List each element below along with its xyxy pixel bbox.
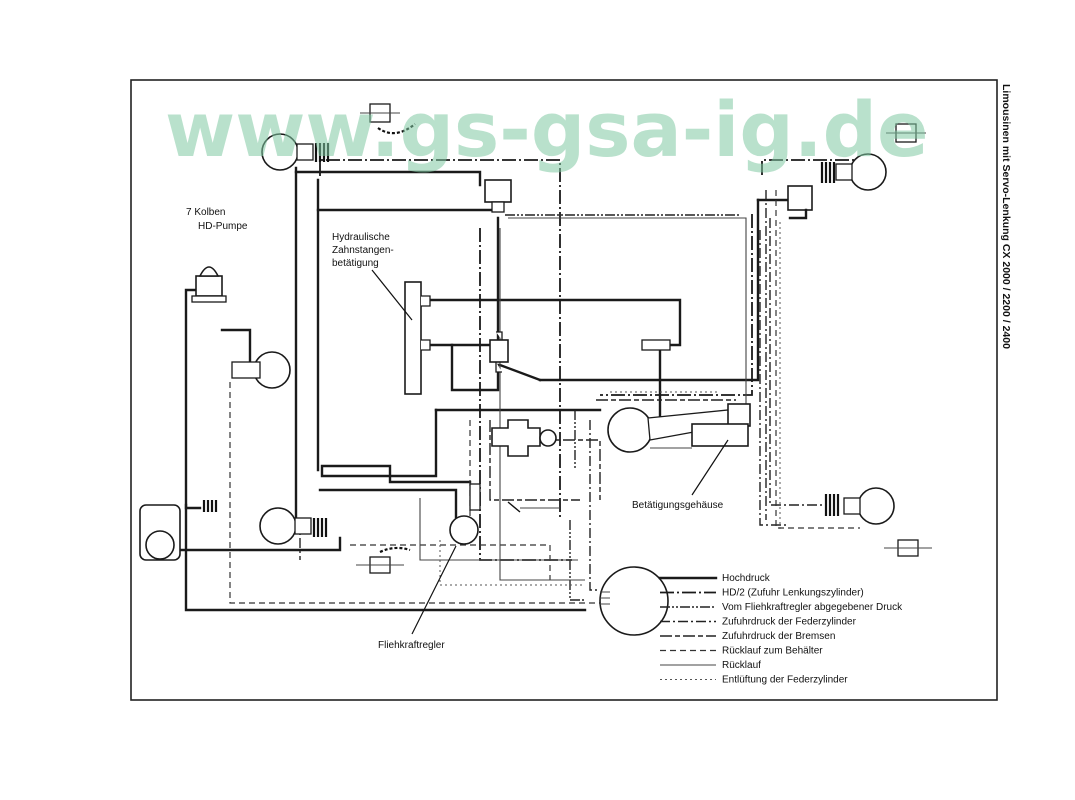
rear-right-suspension-sphere bbox=[824, 487, 895, 525]
legend-label: Vom Fliehkraftregler abgegebener Druck bbox=[722, 602, 903, 613]
diagram-frame bbox=[130, 79, 998, 701]
legend-label: Hochdruck bbox=[722, 573, 771, 584]
governor-valve bbox=[449, 483, 521, 545]
legend-label: Zufuhrdruck der Federzylinder bbox=[722, 617, 857, 628]
legend-label: Zufuhrdruck der Bremsen bbox=[722, 631, 835, 642]
side-title: Limousinen mit Servo-Lenkung CX 2000 / 2… bbox=[1000, 84, 1012, 349]
steering-valve-cylinder bbox=[641, 339, 671, 351]
right-top-valve bbox=[886, 123, 926, 143]
top-valve bbox=[360, 103, 416, 135]
legend-label: Rücklauf zum Behälter bbox=[722, 646, 823, 657]
reservoir bbox=[139, 500, 218, 561]
pipe-network bbox=[148, 159, 860, 612]
right-valve-block bbox=[787, 185, 813, 220]
rack-label-3: betätigung bbox=[332, 258, 379, 269]
housing-leader bbox=[691, 439, 729, 496]
main-accumulator bbox=[231, 351, 291, 389]
rack-leader bbox=[371, 269, 413, 321]
security-valve bbox=[484, 179, 512, 213]
legend-label: Rücklauf bbox=[722, 660, 761, 671]
front-right-suspension-sphere bbox=[820, 153, 887, 191]
bottom-right-valve bbox=[884, 539, 932, 557]
governor-leader bbox=[411, 545, 457, 635]
rear-left-suspension-sphere bbox=[259, 507, 328, 545]
pump-label-1: 7 Kolben bbox=[186, 207, 225, 218]
pump-label-2: HD-Pumpe bbox=[198, 221, 248, 232]
flow-distributor bbox=[489, 331, 509, 373]
governor-label: Fliehkraftregler bbox=[378, 640, 445, 651]
brake-control-valve bbox=[491, 419, 557, 457]
legend-label: Entlüftung der Federzylinder bbox=[722, 675, 848, 686]
actuator-housing bbox=[607, 403, 751, 453]
bottom-left-valve bbox=[356, 546, 411, 574]
housing-label: Betätigungsgehäuse bbox=[632, 500, 724, 511]
hp-pump bbox=[191, 266, 227, 303]
rack-label-2: Zahnstangen- bbox=[332, 245, 394, 256]
steering-rack-actuator bbox=[404, 281, 431, 395]
rear-brake-accumulator bbox=[599, 566, 669, 636]
components bbox=[139, 103, 932, 636]
watermark: www.gs-gsa-ig.de bbox=[165, 85, 929, 174]
rack-label-1: Hydraulische bbox=[332, 232, 390, 243]
labels: 7 Kolben HD-Pumpe Hydraulische Zahnstang… bbox=[186, 207, 729, 651]
legend-label: HD/2 (Zufuhr Lenkungszylinder) bbox=[722, 588, 864, 599]
front-left-suspension-sphere bbox=[261, 133, 330, 171]
